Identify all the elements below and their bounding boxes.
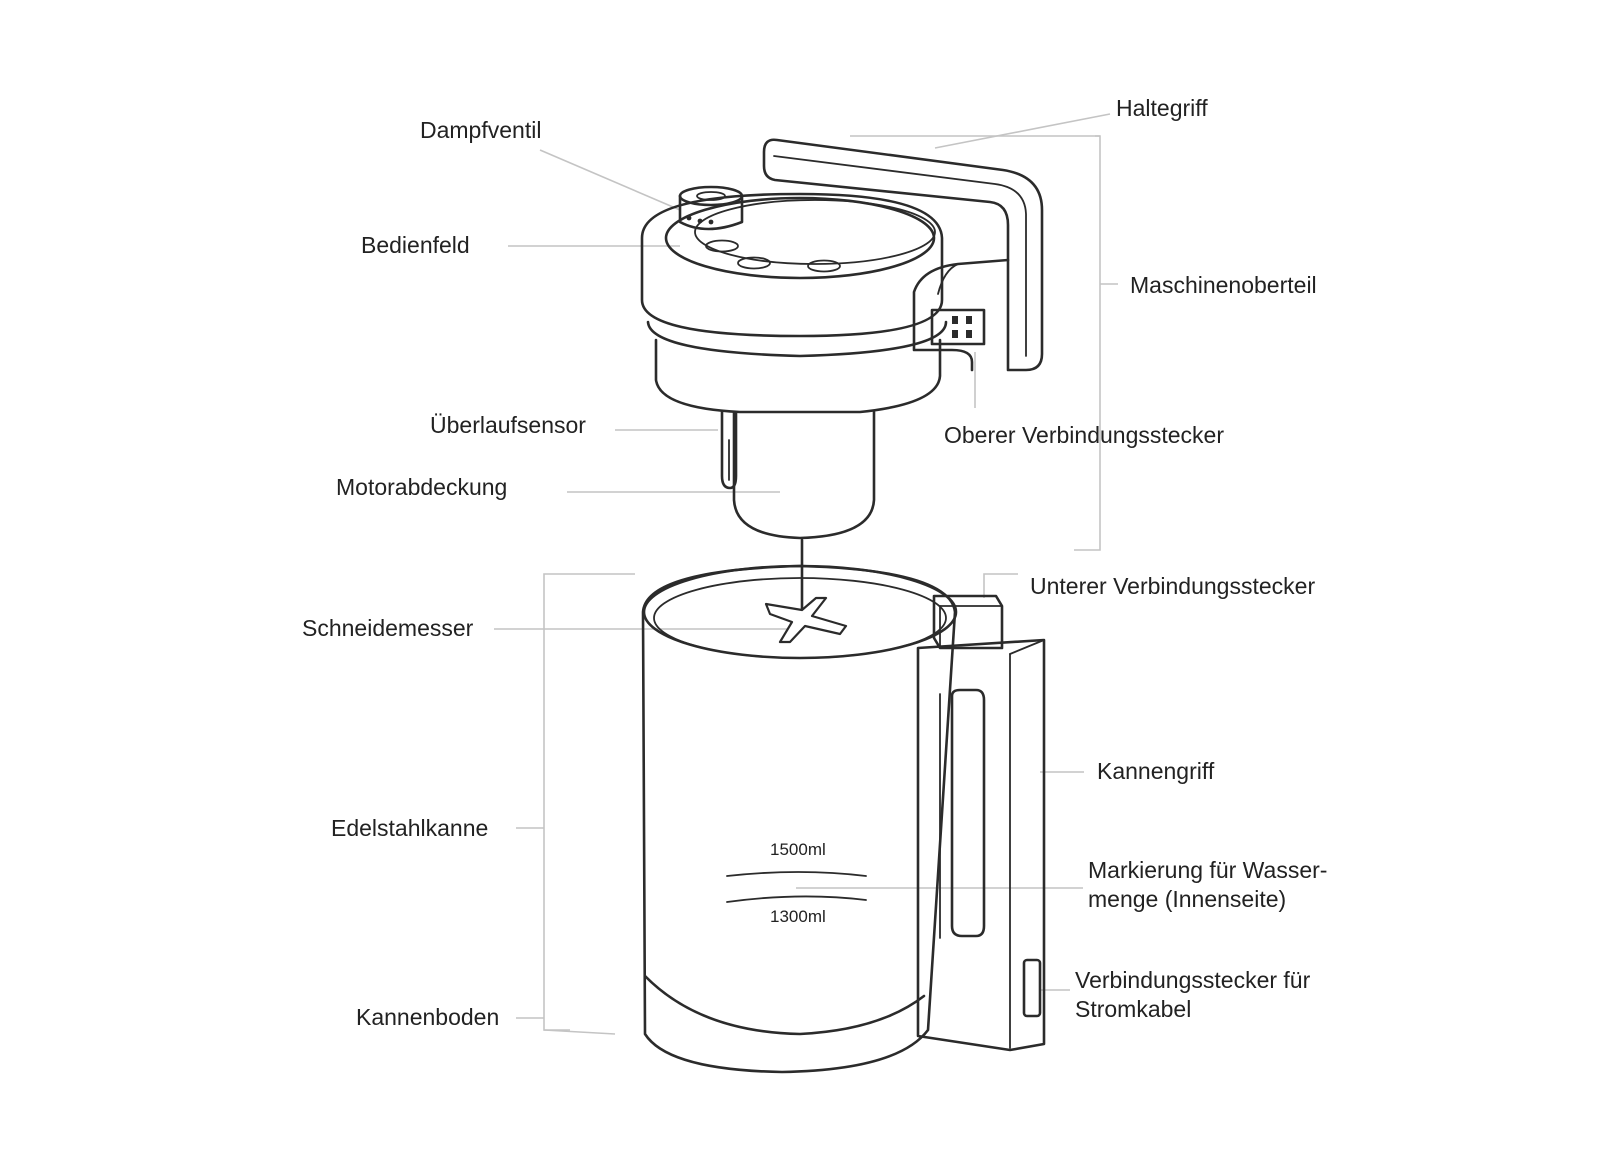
- jug-handle-top-edge: [1009, 639, 1045, 655]
- power-connector: [1022, 958, 1042, 1018]
- label-kannengriff: Kannengriff: [1097, 758, 1215, 784]
- lid-body: [640, 192, 944, 338]
- label-motorabdeckung: Motorabdeckung: [336, 474, 508, 500]
- steam-valve-body: [678, 194, 744, 231]
- steam-valve-dot-2: [697, 218, 703, 224]
- lid-band: [646, 320, 948, 358]
- steam-valve-dot-1: [686, 215, 692, 221]
- jug-illustration: [641, 564, 1046, 1074]
- jug-rim-inner: [653, 577, 947, 659]
- lower-connector-cube: [932, 594, 1004, 650]
- leader-haltegriff: [934, 113, 1111, 149]
- lid-lower-skirt: [654, 338, 942, 414]
- cutting-blade: [764, 596, 848, 644]
- label-edelstahlkanne: Edelstahlkanne: [331, 815, 489, 841]
- steam-valve-dot-3: [708, 219, 714, 225]
- control-button-1: [705, 239, 739, 253]
- handle-arm-edge: [937, 263, 959, 295]
- overflow-sensor: [720, 410, 738, 490]
- label-markierung-line1: Markierung für Wasser-: [1088, 857, 1328, 883]
- water-mark-upper: [726, 871, 867, 877]
- control-button-2: [737, 256, 771, 270]
- handle-outline: [762, 138, 1044, 372]
- label-haltegriff: Haltegriff: [1116, 95, 1208, 121]
- label-bedienfeld: Bedienfeld: [361, 232, 470, 258]
- control-button-3: [807, 259, 841, 273]
- jug-handle-opening: [950, 688, 986, 938]
- label-maschinenoberteil: Maschinenoberteil: [1130, 272, 1317, 298]
- water-mark-lower: [726, 895, 867, 903]
- marking-1300ml: 1300ml: [770, 907, 826, 926]
- leader-dampfventil: [539, 149, 681, 211]
- lid-top-inner: [694, 199, 936, 265]
- label-dampfventil: Dampfventil: [420, 117, 542, 143]
- label-ueberlaufsensor: Überlaufsensor: [430, 412, 586, 438]
- handle-inner-line: [773, 155, 1027, 357]
- jug-body: [641, 564, 957, 1074]
- steam-valve-logo: [696, 191, 726, 201]
- leader-unterer-stecker: [983, 573, 1018, 598]
- jug-handle-outline: [916, 638, 1046, 1052]
- bracket-edelstahlkanne: [543, 573, 635, 1031]
- upper-connector-box: [930, 308, 986, 346]
- steam-valve-top: [678, 185, 744, 207]
- label-unterer-verbindungsstecker: Unterer Verbindungsstecker: [1030, 573, 1316, 599]
- label-kannenboden: Kannenboden: [356, 1004, 500, 1030]
- marking-1500ml: 1500ml: [770, 840, 826, 859]
- label-schneidemesser: Schneidemesser: [302, 615, 474, 641]
- jug-base-band: [643, 974, 926, 1036]
- motor-cover: [732, 410, 876, 540]
- machine-top-illustration: [640, 138, 1044, 614]
- leader-lines: [494, 113, 1118, 1035]
- handle-arm: [912, 258, 1010, 372]
- label-oberer-verbindungsstecker: Oberer Verbindungsstecker: [944, 422, 1224, 448]
- label-stromkabel-line2: Stromkabel: [1075, 996, 1192, 1022]
- leader-kannenboden-tail: [543, 1029, 616, 1035]
- label-stromkabel-line1: Verbindungsstecker für: [1075, 967, 1311, 993]
- upper-connector-pins: [952, 316, 972, 338]
- label-markierung-line2: menge (Innenseite): [1088, 886, 1287, 912]
- bracket-maschinenoberteil: [1074, 135, 1101, 551]
- lid-top-face: [664, 196, 936, 280]
